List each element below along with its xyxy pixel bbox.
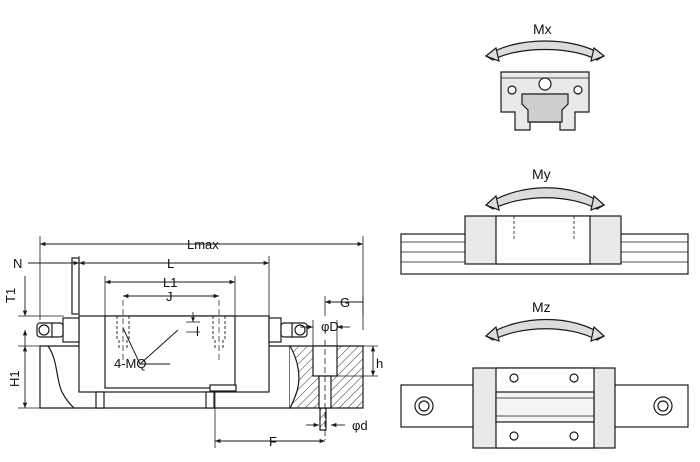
- j-label: J: [166, 289, 173, 304]
- side-section-view: [18, 236, 378, 448]
- h1-label: H1: [7, 370, 22, 387]
- mx-label: Mx: [533, 21, 552, 37]
- my-arrow: [484, 187, 606, 210]
- end-seal-plate: [71, 257, 80, 315]
- phi-d-upper-label: φD: [321, 319, 339, 334]
- mx-grease-nipple: [538, 77, 552, 91]
- end-cap-left: [62, 317, 80, 343]
- mz-bolt-2: [569, 373, 579, 383]
- grease-nipple-left: [36, 322, 64, 338]
- h-label: h: [376, 356, 383, 371]
- rail-bolt-left: [95, 391, 105, 409]
- tapped-hole-right: [212, 316, 226, 350]
- n-label: N: [13, 256, 22, 271]
- carriage-lower-flange: [209, 384, 237, 392]
- t1-label: T1: [3, 288, 18, 303]
- grease-nipple-right: [280, 322, 308, 338]
- mz-label: Mz: [532, 299, 551, 315]
- carriage-top-plate: [104, 315, 236, 389]
- phi-d-lower-label: φd: [352, 418, 368, 433]
- mx-bolt-right: [573, 85, 583, 95]
- mx-view: [484, 40, 606, 131]
- mz-bolt-4: [569, 431, 579, 441]
- mz-arrow: [484, 318, 606, 341]
- tapped-hole-left: [116, 316, 130, 350]
- l-label: L: [167, 256, 174, 271]
- mz-bolt-3: [509, 431, 519, 441]
- mz-bolt-1: [509, 373, 519, 383]
- f-label: F: [269, 434, 277, 449]
- my-block-top: [495, 215, 591, 265]
- rail-bolt-right: [205, 391, 215, 409]
- rail-break-line-left: [47, 345, 75, 409]
- my-view: [400, 187, 689, 275]
- mx-rail-profile: [521, 93, 569, 123]
- lmax-label: Lmax: [187, 237, 219, 252]
- mx-arrow: [484, 40, 606, 61]
- mz-view: [400, 318, 689, 449]
- rail-break-line-right: [289, 345, 300, 409]
- l1-label: L1: [163, 275, 177, 290]
- mq-label: 4-MQ: [114, 356, 147, 371]
- my-label: My: [532, 166, 551, 182]
- end-cap-right: [268, 317, 282, 343]
- k-label: l: [196, 324, 199, 339]
- g-label: G: [340, 295, 350, 310]
- mx-bolt-left: [507, 85, 517, 95]
- mq-leader-2: [139, 329, 179, 365]
